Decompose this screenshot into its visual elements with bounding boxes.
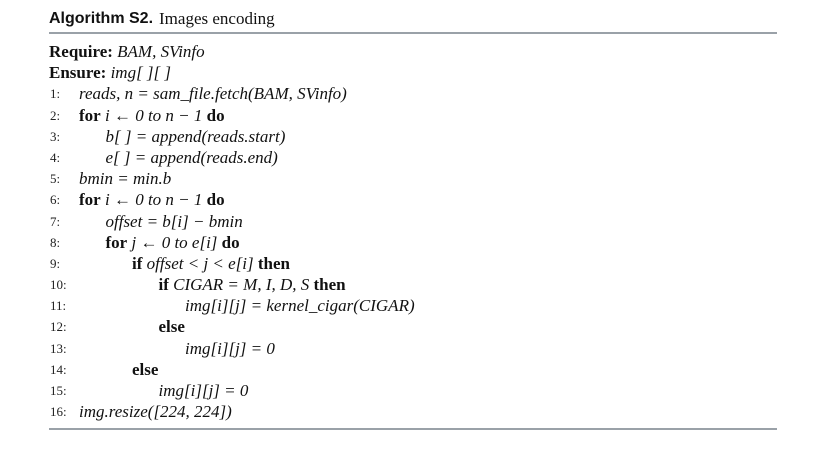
line-number: 2: — [50, 107, 61, 123]
statement: i ← 0 to n − 1 — [104, 190, 203, 210]
keyword: if — [132, 253, 143, 273]
statement: img[i][j] = 0 — [158, 381, 249, 400]
algorithm-label: Algorithm S2. — [49, 10, 154, 27]
require-line: Require: BAM, SVinfo — [49, 41, 777, 62]
statement: offset = b[i] − bmin — [105, 211, 243, 231]
algorithm-lines: 1: reads, n = sam_file.fetch(BAM, SVinfo)… — [49, 83, 777, 422]
keyword-end: do — [206, 190, 225, 210]
statement: e[ ] = append(reads.end) — [105, 147, 278, 167]
require-text: BAM, SVinfo — [117, 42, 205, 61]
line-number: 9: — [50, 255, 61, 271]
statement: i ← 0 to n − 1 — [104, 105, 203, 125]
algorithm-line: 1: reads, n = sam_file.fetch(BAM, SVinfo) — [49, 83, 777, 104]
keyword: else — [132, 359, 159, 379]
algorithm-line: 6: for i ← 0 to n − 1 do — [49, 189, 777, 210]
statement: b[ ] = append(reads.start) — [105, 126, 286, 146]
algorithm-body: Require: BAM, SVinfo Ensure: img[ ][ ] 1… — [49, 34, 777, 428]
algorithm-line: 11: img[i][j] = kernel_cigar(CIGAR) — [49, 295, 777, 316]
line-number: 11: — [50, 298, 67, 314]
algorithm-line: 10: if CIGAR = M, I, D, S then — [49, 274, 777, 295]
line-number: 10: — [50, 277, 67, 293]
statement: reads, n = sam_file.fetch(BAM, SVinfo) — [79, 84, 347, 104]
line-number: 1: — [50, 86, 61, 102]
algorithm-title: Images encoding — [159, 9, 275, 28]
ensure-keyword: Ensure: — [49, 63, 107, 83]
keyword-end: do — [221, 232, 240, 252]
algorithm-line: 15: img[i][j] = 0 — [49, 380, 777, 401]
statement: bmin = min.b — [79, 169, 172, 189]
keyword-end: do — [206, 105, 225, 125]
ensure-line: Ensure: img[ ][ ] — [49, 62, 777, 83]
statement: img[i][j] = kernel_cigar(CIGAR) — [185, 296, 415, 316]
line-number: 15: — [50, 383, 67, 398]
algorithm-line: 9: if offset < j < e[i] then — [49, 253, 777, 274]
algorithm-line: 16: img.resize([224, 224]) — [49, 401, 777, 422]
keyword: for — [105, 232, 128, 252]
line-number: 4: — [50, 149, 61, 165]
algorithm-line: 14: else — [49, 359, 777, 380]
statement: img.resize([224, 224]) — [79, 402, 232, 422]
line-number: 7: — [50, 213, 61, 229]
ensure-text: img[ ][ ] — [110, 63, 172, 83]
statement: CIGAR = M, I, D, S — [173, 275, 310, 295]
line-number: 14: — [50, 361, 67, 377]
line-number: 3: — [50, 128, 61, 144]
line-number: 5: — [50, 171, 61, 187]
statement: img[i][j] = 0 — [185, 338, 275, 358]
line-number: 6: — [50, 192, 61, 208]
statement: j ← 0 to e[i] — [131, 232, 218, 252]
statement: offset < j < e[i] — [146, 253, 254, 273]
line-number: 8: — [50, 234, 61, 250]
line-number: 16: — [50, 404, 67, 420]
algorithm-line: 2: for i ← 0 to n − 1 do — [49, 105, 777, 126]
algorithm-block: Algorithm S2. Images encoding Require: B… — [49, 6, 777, 431]
top-rule — [49, 32, 777, 34]
keyword: for — [79, 105, 101, 125]
algorithm-line: 13: img[i][j] = 0 — [49, 338, 777, 359]
algorithm-line: 7: offset = b[i] − bmin — [49, 211, 777, 232]
algorithm-line: 5: bmin = min.b — [49, 168, 777, 189]
algorithm-line: 4: e[ ] = append(reads.end) — [49, 147, 777, 168]
require-keyword: Require: — [49, 42, 113, 61]
keyword-end: then — [313, 275, 346, 295]
keyword: else — [158, 317, 185, 337]
algorithm-line: 3: b[ ] = append(reads.start) — [49, 126, 777, 147]
line-number: 12: — [50, 319, 67, 335]
line-number: 13: — [50, 340, 67, 356]
algorithm-line: 8: for j ← 0 to e[i] do — [49, 232, 777, 253]
keyword-end: then — [257, 253, 291, 273]
keyword: if — [158, 275, 169, 295]
algorithm-line: 12: else — [49, 316, 777, 337]
algorithm-caption: Algorithm S2. Images encoding — [49, 6, 777, 32]
keyword: for — [79, 190, 101, 210]
bottom-rule — [49, 428, 777, 431]
